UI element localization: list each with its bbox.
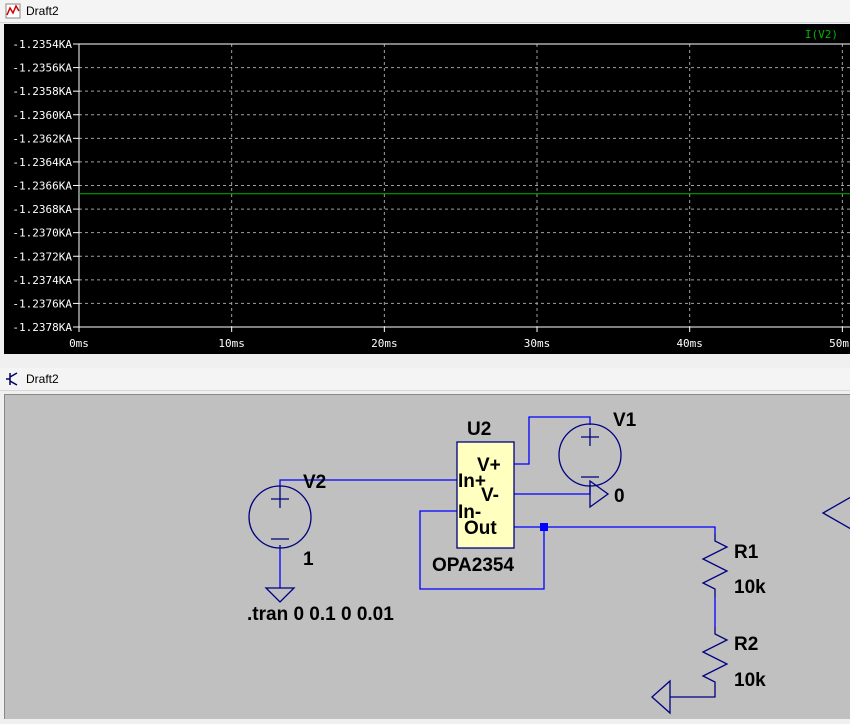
- y-tick-label: -1.2378KA: [12, 321, 72, 334]
- y-tick-label: -1.2372KA: [12, 250, 72, 263]
- v1-ref-label[interactable]: V1: [613, 410, 637, 431]
- x-tick-label: 30ms: [524, 337, 551, 350]
- u2-pin-out: Out: [464, 518, 497, 539]
- opamp-u2-body[interactable]: [456, 441, 515, 549]
- wire-vminus-to-v1[interactable]: [514, 485, 591, 495]
- waveform-window-title: Draft2: [26, 4, 59, 18]
- x-tick-label: 0ms: [69, 337, 89, 350]
- resistor-r2[interactable]: [670, 627, 729, 698]
- y-tick-label: -1.2360KA: [12, 109, 72, 122]
- grid-lines: [79, 43, 850, 328]
- waveform-window: Draft2: [0, 0, 850, 352]
- r2-ref-label[interactable]: R2: [734, 634, 758, 655]
- v2-ref-label[interactable]: V2: [303, 472, 326, 493]
- schematic-window-title: Draft2: [26, 372, 59, 386]
- u2-pin-vplus: V+: [477, 455, 501, 476]
- y-tick-label: -1.2370KA: [12, 227, 72, 240]
- v1-voltage-source[interactable]: [558, 423, 622, 487]
- wire-v2-to-inplus[interactable]: [279, 479, 457, 486]
- schematic-window: Draft2: [0, 368, 850, 718]
- schematic-window-icon: [6, 372, 18, 386]
- u2-pin-inminus: In-: [458, 502, 481, 523]
- u2-pin-vminus: V-: [481, 485, 499, 506]
- y-tick-label: -1.2362KA: [12, 132, 72, 145]
- u2-ref-label[interactable]: U2: [467, 419, 491, 440]
- x-tick-label: 50ms: [829, 337, 850, 350]
- y-tick-label: -1.2354KA: [12, 38, 72, 51]
- schematic-titlebar[interactable]: Draft2: [0, 368, 850, 391]
- r2-value-label[interactable]: 10k: [734, 670, 766, 691]
- waveform-titlebar[interactable]: Draft2: [0, 0, 850, 23]
- spice-directive[interactable]: .tran 0 0.1 0 0.01: [247, 604, 394, 625]
- x-tick-label: 20ms: [371, 337, 398, 350]
- v1-node-flag-icon[interactable]: [589, 479, 610, 509]
- v2-ground-icon[interactable]: [264, 587, 296, 603]
- schematic-drawing[interactable]: U2 V+ In+ V- In- Out OPA2354 V1 0 V2 1 R…: [5, 395, 850, 719]
- r1-ref-label[interactable]: R1: [734, 542, 759, 563]
- y-tick-label: -1.2374KA: [12, 274, 72, 287]
- y-tick-label: -1.2358KA: [12, 85, 72, 98]
- offscreen-net-flag-icon[interactable]: [821, 496, 850, 530]
- x-axis: 0ms 10ms 20ms 30ms 40ms 50ms: [69, 327, 850, 350]
- schematic-canvas[interactable]: U2 V+ In+ V- In- Out OPA2354 V1 0 V2 1 R…: [4, 394, 850, 719]
- y-tick-label: -1.2366KA: [12, 180, 72, 193]
- wire-vplus-to-v1[interactable]: [514, 416, 591, 465]
- v2-value-label[interactable]: 1: [303, 549, 314, 570]
- resistor-r1[interactable]: [701, 534, 729, 597]
- y-tick-label: -1.2364KA: [12, 156, 72, 169]
- y-tick-label: -1.2376KA: [12, 297, 72, 310]
- wire-feedback[interactable]: [419, 510, 545, 590]
- r2-net-flag-icon[interactable]: [651, 679, 671, 715]
- waveform-plot[interactable]: -1.2354KA -1.2356KA -1.2358KA -1.2360KA -1.2…: [4, 24, 850, 354]
- u2-model-label[interactable]: OPA2354: [432, 555, 514, 576]
- wire-out-to-r1[interactable]: [514, 526, 716, 534]
- x-tick-label: 40ms: [676, 337, 703, 350]
- x-tick-label: 10ms: [218, 337, 245, 350]
- y-tick-label: -1.2356KA: [12, 62, 72, 75]
- trace-legend-label[interactable]: I(V2): [805, 28, 838, 41]
- waveform-chart[interactable]: -1.2354KA -1.2356KA -1.2358KA -1.2360KA -1.2…: [4, 24, 850, 354]
- window-separator: [0, 354, 850, 366]
- r1-value-label[interactable]: 10k: [734, 577, 766, 598]
- y-tick-label: -1.2368KA: [12, 203, 72, 216]
- u2-pin-inplus: In+: [458, 471, 486, 492]
- v2-voltage-source[interactable]: [248, 485, 312, 549]
- v1-value-label[interactable]: 0: [614, 486, 625, 507]
- out-junction[interactable]: [540, 523, 548, 531]
- waveform-window-icon: [5, 3, 21, 19]
- y-axis: -1.2354KA -1.2356KA -1.2358KA -1.2360KA -1.2…: [12, 38, 79, 334]
